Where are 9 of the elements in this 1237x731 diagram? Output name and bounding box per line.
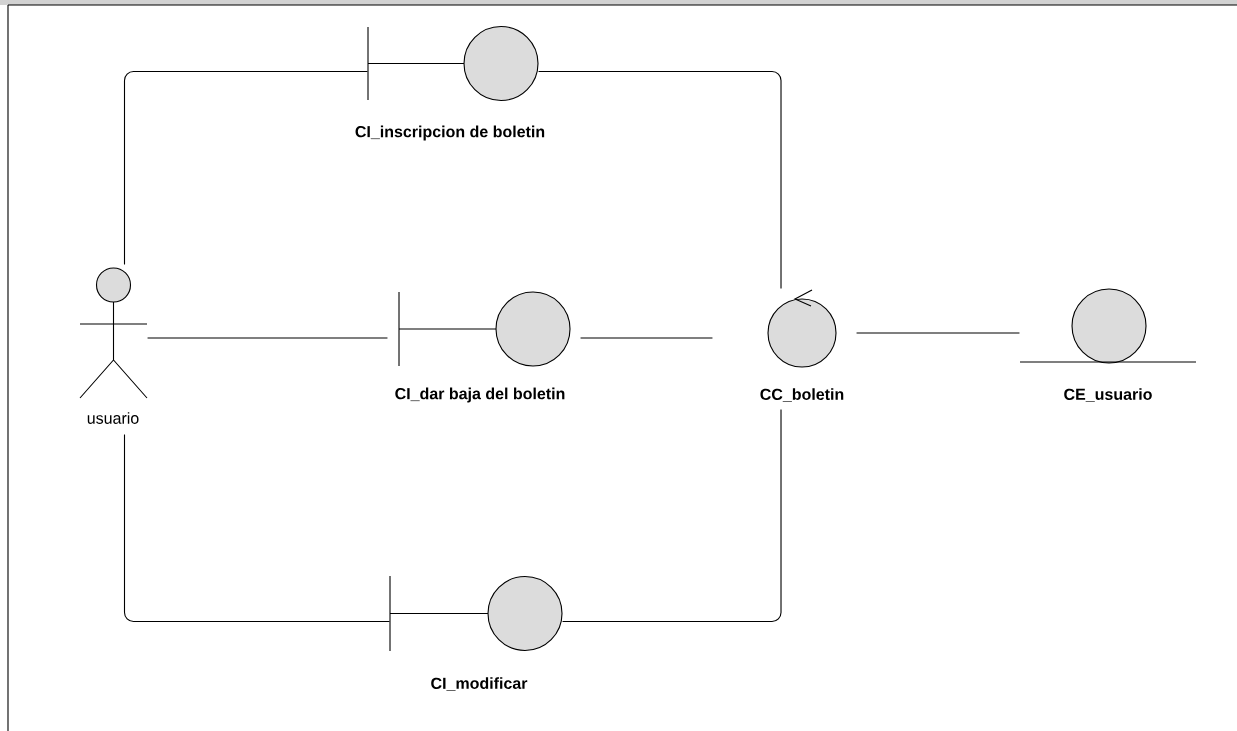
connector-line	[538, 70, 782, 289]
connector-line	[856, 332, 1020, 334]
node-label: usuario	[87, 412, 139, 424]
actor-figure: usuario	[79, 267, 148, 424]
connector-line	[123, 434, 390, 623]
connector-line	[123, 70, 368, 265]
connector-line	[562, 409, 782, 623]
connector-line	[147, 337, 388, 339]
connector-line	[580, 337, 713, 339]
